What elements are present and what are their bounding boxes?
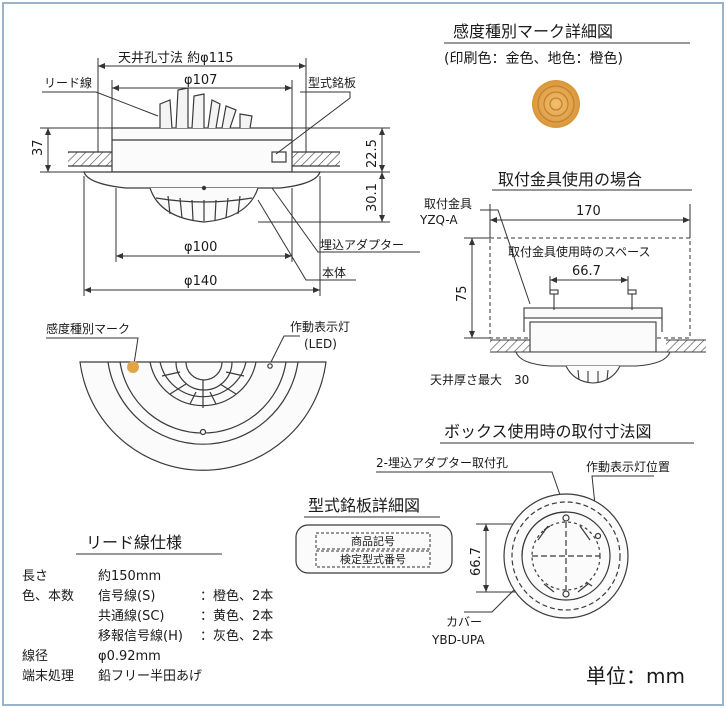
main-body-label: 本体 bbox=[322, 266, 346, 280]
bracket-dim-66-7: 66.7 bbox=[572, 264, 601, 279]
dim-140: φ140 bbox=[184, 274, 217, 289]
cover-label: カバー bbox=[446, 615, 482, 629]
dim-107: φ107 bbox=[184, 73, 217, 88]
bracket-model: YZQ-A bbox=[419, 213, 458, 227]
length-label: 長さ bbox=[22, 569, 48, 584]
lead-wire-label: リード線 bbox=[44, 75, 92, 90]
lead-spec-title: リード線仕様 bbox=[86, 533, 182, 552]
nameplate-line2: 検定型式番号 bbox=[340, 552, 406, 566]
top-view-sensitivity-dot bbox=[127, 361, 139, 373]
dim-75: 75 bbox=[455, 285, 470, 302]
common-wire-value: ：黄色、2本 bbox=[200, 608, 273, 624]
box-use: ボックス使用時の取付寸法図 2-埋込アダプター取付孔 作動表示灯位置 66.7 … bbox=[376, 422, 694, 647]
top-view: 感度種別マーク 作動表示灯 (LED) bbox=[46, 320, 350, 471]
indicator-lamp-label: 作動表示灯 bbox=[290, 320, 350, 334]
signal-wire-label: 信号線(S) bbox=[98, 588, 155, 604]
nameplate-line1: 商品記号 bbox=[351, 534, 395, 548]
sensitivity-mark-label: 感度種別マーク bbox=[46, 321, 130, 336]
ceiling-thickness-label: 天井厚さ最大 30 bbox=[430, 373, 529, 387]
signal-wire-value: ：橙色、2本 bbox=[200, 588, 273, 604]
box-top-view bbox=[503, 493, 629, 619]
color-count-label: 色、本数 bbox=[22, 588, 74, 604]
diameter-label: 線径 bbox=[22, 648, 48, 664]
diameter-value: φ0.92mm bbox=[98, 649, 161, 664]
ceiling-left bbox=[68, 152, 116, 166]
side-view bbox=[68, 87, 340, 223]
dim-37: 37 bbox=[31, 139, 46, 156]
side-labels: 天井孔寸法 約φ115 φ107 リード線 型式銘板 37 22.5 30.1 … bbox=[31, 51, 404, 289]
indicator-position-label: 作動表示灯位置 bbox=[586, 459, 670, 474]
top-view-disc bbox=[79, 361, 327, 471]
dim-30-1: 30.1 bbox=[365, 183, 380, 212]
side-dimensions bbox=[40, 58, 420, 296]
dim-170: 170 bbox=[576, 204, 601, 219]
length-value: 約150mm bbox=[98, 569, 161, 584]
mark-detail-subtitle: (印刷色：金色、地色：橙色) bbox=[444, 50, 623, 67]
ceiling-right bbox=[292, 152, 340, 166]
lead-spec: リード線仕様 長さ 約150mm 色、本数 信号線(S) ：橙色、2本 共通線(… bbox=[22, 533, 273, 684]
adapter-hole-label: 2-埋込アダプター取付孔 bbox=[376, 455, 508, 470]
box-dim-66-7: 66.7 bbox=[469, 547, 484, 576]
embedded-adapter-label: 埋込アダプター bbox=[320, 237, 404, 252]
common-wire-label: 共通線(SC) bbox=[98, 608, 164, 624]
nameplate-detail: 型式銘板詳細図 商品記号 検定型式番号 bbox=[295, 496, 453, 574]
mark-detail: 感度種別マーク詳細図 (印刷色：金色、地色：橙色) bbox=[444, 22, 690, 128]
transfer-wire-label: 移報信号線(H) bbox=[98, 628, 183, 644]
bracket-use-title: 取付金具使用の場合 bbox=[498, 170, 642, 189]
box-use-title: ボックス使用時の取付寸法図 bbox=[444, 422, 652, 441]
bracket-label: 取付金具 bbox=[424, 196, 472, 211]
nameplate-label: 型式銘板 bbox=[308, 75, 356, 90]
dim-100: φ100 bbox=[184, 240, 217, 255]
sensitivity-mark-graphic bbox=[532, 80, 580, 128]
nameplate-detail-title: 型式銘板詳細図 bbox=[308, 496, 420, 515]
termination-value: 鉛フリー半田あげ bbox=[98, 669, 202, 684]
cover-model: YBD-UPA bbox=[431, 633, 485, 647]
termination-label: 端末処理 bbox=[22, 669, 74, 684]
dim-22-5: 22.5 bbox=[365, 139, 380, 168]
indicator-led-label: (LED) bbox=[304, 337, 337, 351]
mark-detail-title: 感度種別マーク詳細図 bbox=[453, 22, 613, 41]
bracket-space-label: 取付金具使用時のスペース bbox=[508, 244, 651, 259]
ceiling-hole-dim: 天井孔寸法 約φ115 bbox=[118, 51, 234, 66]
unit-label: 単位：mm bbox=[586, 664, 685, 688]
transfer-wire-value: ：灰色、2本 bbox=[200, 628, 273, 644]
bracket-use: 取付金具使用の場合 取付金具 YZQ-A 170 取付金具使用時のスペース 66… bbox=[419, 170, 706, 387]
